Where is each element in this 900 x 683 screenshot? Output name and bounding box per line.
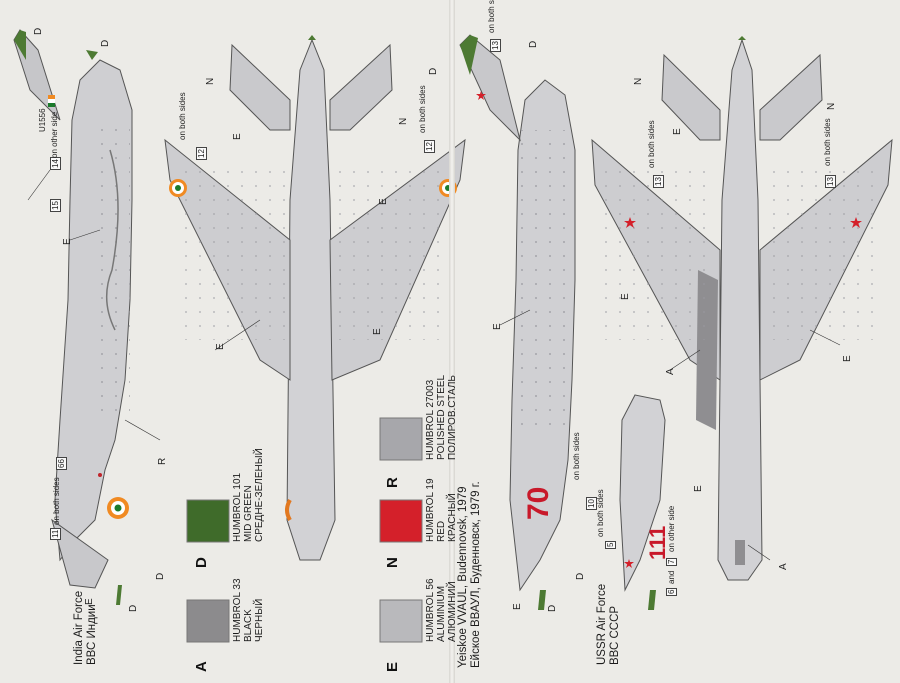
ptr-e-7: E	[492, 323, 503, 330]
color-key-r-label: HUMBROL 27003 POLISHED STEEL ПОЛИРОВ.СТА…	[425, 375, 458, 460]
color-e-line3: АЛЮМИНИЙ	[447, 581, 458, 642]
ussr-side-profile: 111	[619, 394, 670, 610]
ptr-n-3: N	[633, 77, 644, 85]
ussr-caption-ru: ВВС СССР	[609, 605, 621, 665]
ptr-e-2: E	[232, 133, 243, 140]
ussr-decal-5: 5	[605, 540, 616, 549]
ptr-a-2: A	[778, 563, 789, 570]
yeiskoe-top-on-both-sides: on both sides	[487, 0, 496, 33]
swatch-r	[379, 417, 423, 461]
yeiskoe-caption-ru: Ейское ВВАУЛ, Буденновск, 1979 г.	[470, 481, 482, 668]
swatches-art	[186, 417, 423, 643]
ptr-d-1: D	[33, 27, 44, 35]
ussr-decal-7: 7	[666, 557, 677, 566]
ptr-d-6: D	[528, 40, 539, 48]
ptr-e-11: E	[842, 355, 853, 362]
swatch-a	[186, 599, 230, 643]
ptr-e-8: E	[512, 603, 523, 610]
india-decal-14: 14	[50, 157, 61, 170]
color-key-d-letter: D	[193, 557, 210, 568]
yeiskoe-caption-en: Yeiskoe VVAUL, Budennovsk, 1979	[457, 486, 469, 668]
ptr-e-5: E	[372, 328, 383, 335]
color-a-line1: HUMBROL 33	[232, 578, 243, 642]
india-serial: U1556	[38, 108, 47, 132]
color-d-line3: СРЕДНЕ-ЗЕЛЕНЫЙ	[254, 448, 265, 542]
color-key-e-label: HUMBROL 56 ALUMINIUM АЛЮМИНИЙ	[425, 578, 458, 642]
ptr-e-12: E	[693, 485, 704, 492]
ptr-d-4: D	[155, 572, 166, 580]
ptr-e-1: E	[62, 238, 73, 245]
india-top-on-both-sides-left: on both sides	[178, 92, 187, 140]
yeiskoe-side-profile: 70	[459, 34, 576, 610]
color-key-n-label: HUMBROL 19 RED КРАСНЫЙ	[425, 478, 458, 542]
page-fold	[449, 0, 455, 683]
ussr-on-other-side: on other side	[667, 505, 676, 552]
yeiskoe-on-both-sides: on both sides	[572, 432, 581, 480]
ussr-caption-en: USSR Air Force	[596, 583, 608, 665]
color-d-line1: HUMBROL 101	[232, 472, 243, 542]
ussr-top-decal-13-right: 13	[825, 175, 836, 188]
color-key-n-letter: N	[384, 557, 401, 568]
india-top-view	[164, 35, 466, 561]
india-top-decal-12-left: 12	[196, 147, 207, 160]
color-d-line2: MID GREEN	[243, 485, 254, 542]
color-a-line2: BLACK	[243, 609, 254, 642]
swatch-e	[379, 599, 423, 643]
india-on-both-sides: on both sides	[52, 477, 61, 525]
swatch-n	[379, 499, 423, 543]
ussr-top-on-both-sides-right: on both sides	[823, 118, 832, 166]
ussr-side-number: 111	[645, 526, 670, 560]
ptr-n-2: N	[398, 117, 409, 125]
ptr-r-1: R	[157, 457, 168, 465]
india-top-on-both-sides-right: on both sides	[418, 85, 427, 133]
color-n-line1: HUMBROL 19	[425, 478, 436, 542]
ptr-e-10: E	[620, 293, 631, 300]
color-r-line3: ПОЛИРОВ.СТАЛЬ	[447, 375, 458, 460]
india-decal-11: 11	[50, 527, 61, 540]
yeiskoe-decal-13: 13	[490, 39, 501, 52]
color-r-line2: POLISHED STEEL	[436, 374, 447, 460]
india-decal-66: 66	[56, 457, 67, 470]
color-key-e-letter: E	[384, 661, 401, 672]
ussr-caption: USSR Air Force ВВС СССР	[596, 584, 622, 665]
ussr-decal-6: 6	[666, 587, 677, 596]
color-key-d-label: HUMBROL 101 MID GREEN СРЕДНЕ-ЗЕЛЕНЫЙ	[232, 448, 265, 542]
ptr-e-6: E	[84, 598, 95, 605]
ussr-top-decal-13-left: 13	[653, 175, 664, 188]
ptr-d-2: D	[100, 39, 111, 47]
yeiskoe-caption: Yeiskoe VVAUL, Budennovsk, 1979 Ейское В…	[457, 481, 483, 668]
ussr-top-on-both-sides-left: on both sides	[647, 120, 656, 168]
ptr-a-1: A	[665, 368, 676, 375]
india-decal-15: 15	[50, 199, 61, 212]
color-n-line2: RED	[436, 520, 447, 542]
callout-lines	[27, 169, 841, 561]
ptr-d-3: D	[128, 604, 139, 612]
yeiskoe-side-number: 70	[522, 487, 555, 520]
ptr-d-5: D	[428, 67, 439, 75]
color-r-line1: HUMBROL 27003	[425, 379, 436, 460]
ptr-e-3: E	[378, 198, 389, 205]
ptr-e-9: E	[672, 128, 683, 135]
swatch-d	[186, 499, 230, 543]
color-key-r-letter: R	[384, 477, 401, 488]
color-e-line1: HUMBROL 56	[425, 578, 436, 642]
color-key-a-label: HUMBROL 33 BLACK ЧЕРНЫЙ	[232, 578, 265, 642]
color-n-line3: КРАСНЫЙ	[447, 493, 458, 542]
ptr-n-4: N	[826, 102, 837, 110]
ussr-on-both-sides: on both sides	[596, 489, 605, 537]
color-a-line3: ЧЕРНЫЙ	[254, 598, 265, 642]
ptr-e-4: E	[215, 343, 226, 350]
india-top-decal-12-right: 12	[424, 140, 435, 153]
ptr-d-7: D	[547, 604, 558, 612]
ussr-and: and	[667, 570, 676, 584]
color-key-a-letter: A	[193, 661, 210, 672]
ussr-top-view	[591, 36, 893, 581]
india-side-profile	[13, 29, 133, 605]
ptr-n-1: N	[205, 77, 216, 85]
india-on-other-side: on other side	[50, 111, 59, 158]
ptr-d-8: D	[575, 572, 586, 580]
color-e-line2: ALUMINIUM	[436, 585, 447, 642]
